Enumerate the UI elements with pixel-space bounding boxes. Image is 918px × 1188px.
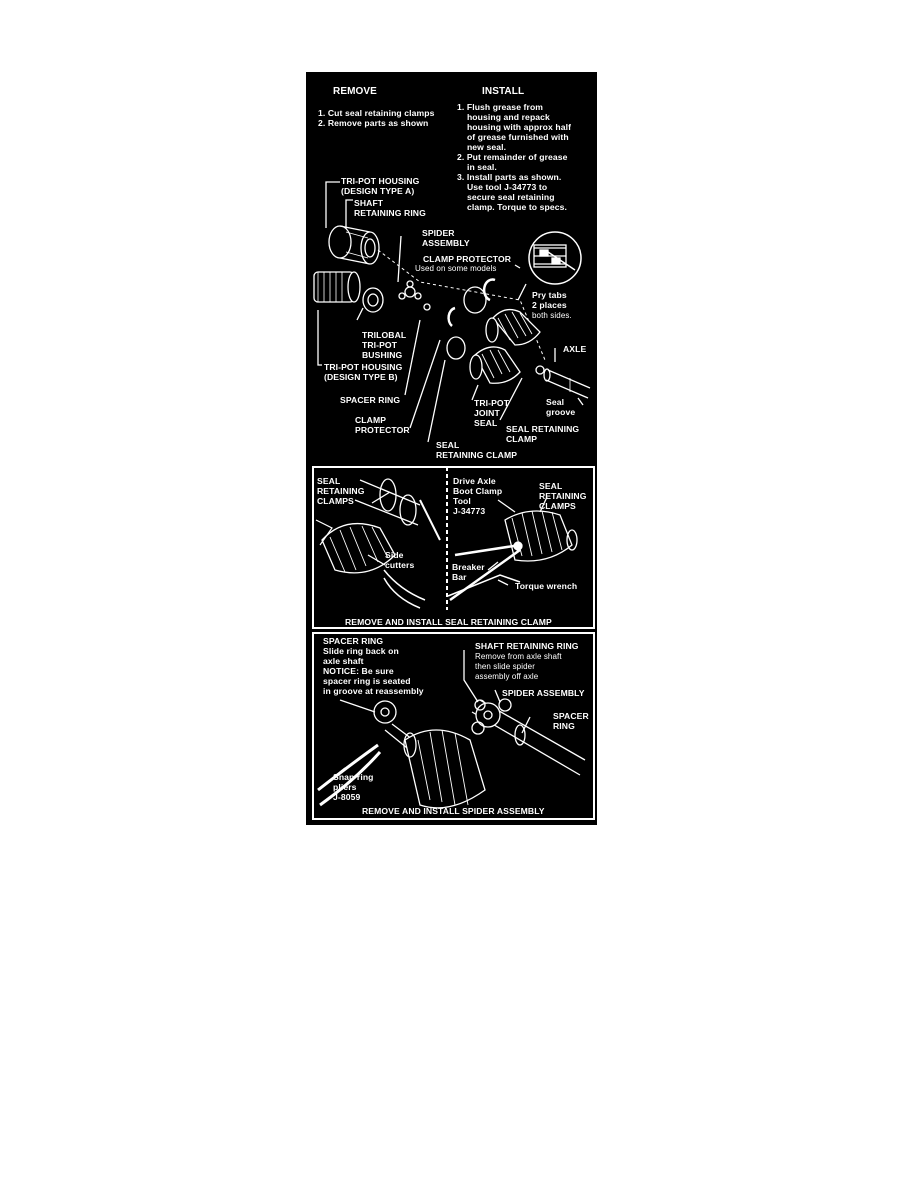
callout-seal-retaining-clamp-bottom: SEAL RETAINING CLAMP xyxy=(436,440,518,460)
label-snap-ring-pliers: Snap ring pliers J-8059 xyxy=(333,772,374,802)
diagram-plate xyxy=(306,72,610,825)
caption-spider-assembly: REMOVE AND INSTALL SPIDER ASSEMBLY xyxy=(362,806,545,816)
seal-retaining-clamp-ring-b xyxy=(446,336,466,360)
caption-seal-retaining-clamp: REMOVE AND INSTALL SEAL RETAINING CLAMP xyxy=(345,617,552,627)
callout-axle: AXLE xyxy=(563,344,587,354)
label-seal-retaining-clamps-left: SEAL RETAINING CLAMPS xyxy=(317,476,365,506)
joint-seal-boot-upper xyxy=(485,308,541,346)
bottom-panel-illustration xyxy=(317,650,586,809)
joint-seal-boot-lower xyxy=(469,346,521,384)
label-spider-assembly: SPIDER ASSEMBLY xyxy=(502,688,585,698)
install-heading: INSTALL xyxy=(482,86,525,97)
label-boot-clamp-tool: Drive Axle Boot Clamp Tool J-34773 xyxy=(453,476,503,516)
middle-panel-border xyxy=(312,466,595,629)
spider-assembly xyxy=(398,280,431,311)
label-shaft-retaining-ring-title: SHAFT RETAINING RING xyxy=(475,641,579,651)
right-margin-strip xyxy=(597,72,610,825)
label-spacer-ring-title: SPACER RING xyxy=(323,636,384,646)
bottom-panel-border xyxy=(312,632,595,820)
callout-tripot-joint-seal: TRI-POT JOINT SEAL xyxy=(474,398,510,428)
spider-on-axle-right xyxy=(471,698,586,776)
callout-tripot-housing-a: TRI-POT HOUSING (DESIGN TYPE A) xyxy=(341,176,420,196)
remove-steps: 1. Cut seal retaining clamps 2. Remove p… xyxy=(318,108,435,128)
label-spacer-ring-note: Slide ring back on axle shaft NOTICE: Be… xyxy=(323,646,424,696)
callout-pry-tabs: Pry tabs 2 places xyxy=(532,290,567,310)
clamp-protector-inset xyxy=(528,231,582,285)
callout-both-sides: both sides. xyxy=(532,311,572,320)
clamp-protector-lower xyxy=(447,306,456,327)
torque-wrench-and-tool xyxy=(447,510,578,602)
pliers-and-spider-left xyxy=(317,700,486,809)
remove-heading: REMOVE xyxy=(333,86,377,97)
tripot-housing-b xyxy=(313,271,361,303)
tripot-housing-a xyxy=(328,225,380,265)
callout-seal-groove: Seal groove xyxy=(546,397,576,417)
trilobal-bushing xyxy=(362,287,384,313)
top-panel-exploded-view xyxy=(313,181,591,443)
label-seal-retaining-clamps-right: SEAL RETAINING CLAMPS xyxy=(539,481,587,511)
callout-spider-assembly: SPIDER ASSEMBLY xyxy=(422,228,470,248)
label-shaft-retaining-ring-note: Remove from axle shaft then slide spider… xyxy=(475,652,562,681)
middle-panel-illustration xyxy=(315,478,578,609)
callout-shaft-retaining-ring: SHAFT RETAINING RING xyxy=(354,198,426,218)
install-steps: 1. Flush grease from housing and repack … xyxy=(457,102,572,212)
seal-retaining-clamp-ring-a xyxy=(463,286,487,314)
clamp-protector-upper xyxy=(482,278,496,302)
callout-spacer-ring: SPACER RING xyxy=(340,395,401,405)
callout-clamp-protector-bottom: CLAMP PROTECTOR xyxy=(355,415,410,435)
label-torque-wrench: Torque wrench xyxy=(515,581,578,591)
callout-used-on-some-models: Used on some models xyxy=(415,264,497,273)
label-spacer-ring-right: SPACER RING xyxy=(553,711,589,731)
callout-trilobal-bushing: TRILOBAL TRI-POT BUSHING xyxy=(362,330,407,360)
label-breaker-bar: Breaker Bar xyxy=(452,562,485,582)
axle-shaft xyxy=(535,365,591,399)
callout-clamp-protector-top: CLAMP PROTECTOR xyxy=(423,254,512,264)
callout-tripot-housing-b: TRI-POT HOUSING (DESIGN TYPE B) xyxy=(324,362,403,382)
callout-seal-retaining-clamp-right: SEAL RETAINING CLAMP xyxy=(506,424,580,444)
label-side-cutters: Side cutters xyxy=(385,550,415,570)
